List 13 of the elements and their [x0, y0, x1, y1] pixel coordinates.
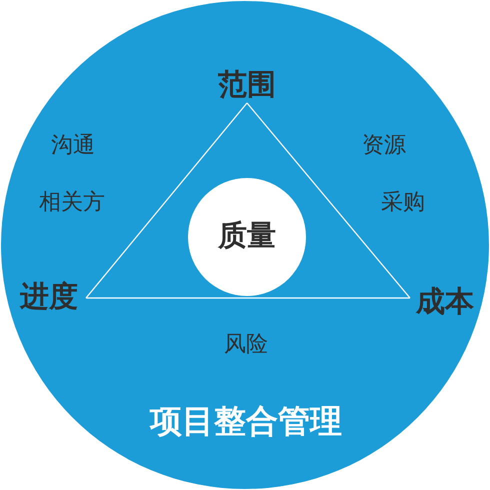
vertex-label: 范围 — [212, 68, 282, 103]
triangle-side — [246, 102, 410, 298]
vertex-label: 成本 — [410, 285, 480, 320]
topic-label: 沟通 — [51, 134, 95, 156]
topic-label: 采购 — [381, 191, 425, 213]
center-circle: 质量 — [188, 178, 306, 296]
topic-label: 相关方 — [39, 191, 105, 213]
vertex-label: 进度 — [12, 280, 86, 315]
triangle-side — [86, 102, 248, 298]
triangle-side — [86, 297, 410, 299]
circle-title: 项目整合管理 — [150, 405, 342, 437]
topic-label: 风险 — [224, 333, 268, 355]
topic-label: 资源 — [362, 134, 406, 156]
